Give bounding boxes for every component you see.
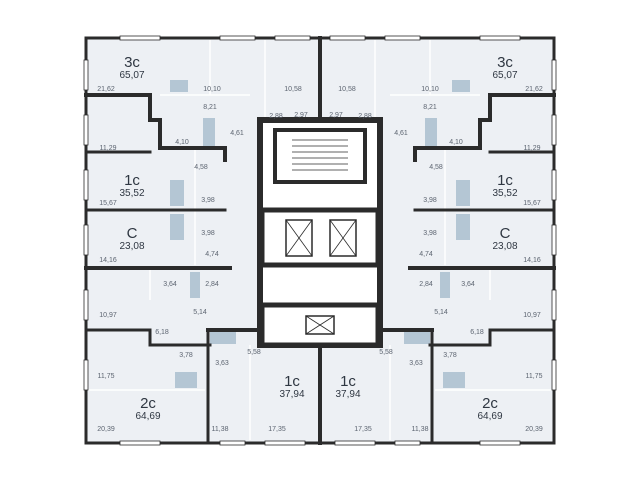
room-area-label: 4,74 bbox=[419, 251, 433, 258]
room-area-label: 8,21 bbox=[203, 104, 217, 111]
room-area-label: 3,64 bbox=[461, 281, 475, 288]
room-area-label: 21,62 bbox=[97, 86, 115, 93]
room-area-label: 4,61 bbox=[394, 130, 408, 137]
apartment-area-label: 35,52 bbox=[119, 188, 144, 199]
apartment-type-label: 3с bbox=[124, 54, 140, 71]
apartment-type-label: С bbox=[127, 225, 138, 242]
room-area-label: 11,38 bbox=[212, 426, 229, 433]
room-area-label: 4,10 bbox=[175, 139, 189, 146]
apartment-type-label: 3с bbox=[497, 54, 513, 71]
room-area-label: 3,98 bbox=[423, 197, 437, 204]
room-area-label: 3,78 bbox=[443, 352, 457, 359]
apartment-labels: 3с65,073с65,071с35,521с35,52С23,08С23,08… bbox=[119, 54, 517, 422]
room-area-label: 2,88 bbox=[358, 113, 372, 120]
apartment-area-label: 23,08 bbox=[119, 241, 144, 252]
room-area-label: 5,14 bbox=[193, 309, 207, 316]
room-area-label: 8,21 bbox=[423, 104, 437, 111]
apartment-type-label: 1с bbox=[497, 172, 513, 189]
apartment-type-label: 1с bbox=[340, 373, 356, 390]
room-area-label: 3,63 bbox=[409, 360, 423, 367]
room-area-label: 5,58 bbox=[247, 349, 261, 356]
room-area-label: 3,98 bbox=[423, 230, 437, 237]
room-area-label: 17,35 bbox=[354, 426, 372, 433]
room-area-label: 3,98 bbox=[201, 197, 215, 204]
room-area-label: 3,78 bbox=[179, 352, 193, 359]
core bbox=[257, 117, 383, 348]
elevator-icon bbox=[285, 219, 313, 257]
room-area-label: 20,39 bbox=[97, 426, 115, 433]
room-area-label: 10,10 bbox=[203, 86, 221, 93]
room-area-label: 10,97 bbox=[99, 312, 117, 319]
room-area-label: 4,58 bbox=[194, 164, 208, 171]
room-area-label: 14,16 bbox=[523, 257, 541, 264]
room-labels: 21,62 10,10 10,58 10,58 10,10 21,62 8,21 2,97 2,… bbox=[97, 86, 543, 433]
room-area-label: 11,29 bbox=[524, 145, 541, 152]
room-area-label: 17,35 bbox=[268, 426, 286, 433]
room-area-label: 10,58 bbox=[338, 86, 356, 93]
room-area-label: 20,39 bbox=[525, 426, 543, 433]
apartment-area-label: 35,52 bbox=[492, 188, 517, 199]
staircase-icon bbox=[292, 139, 348, 171]
apartment-type-label: 2с bbox=[140, 395, 156, 412]
apartment-area-label: 64,69 bbox=[135, 411, 160, 422]
room-area-label: 15,67 bbox=[523, 200, 541, 207]
room-area-label: 5,58 bbox=[379, 349, 393, 356]
apartment-type-label: С bbox=[500, 225, 511, 242]
room-area-label: 4,58 bbox=[429, 164, 443, 171]
room-area-label: 10,58 bbox=[284, 86, 302, 93]
room-area-label: 6,18 bbox=[470, 329, 484, 336]
apartment-type-label: 1с bbox=[124, 172, 140, 189]
room-area-label: 11,75 bbox=[526, 373, 543, 380]
room-area-label: 5,14 bbox=[434, 309, 448, 316]
room-area-label: 10,97 bbox=[523, 312, 541, 319]
elevator-icon bbox=[329, 219, 357, 257]
apartment-area-label: 64,69 bbox=[477, 411, 502, 422]
room-area-label: 11,38 bbox=[412, 426, 429, 433]
room-area-label: 3,63 bbox=[215, 360, 229, 367]
fixtures bbox=[170, 80, 470, 388]
apartment-area-label: 23,08 bbox=[492, 241, 517, 252]
room-area-label: 4,61 bbox=[230, 130, 244, 137]
room-area-label: 6,18 bbox=[155, 329, 169, 336]
apartment-type-label: 2с bbox=[482, 395, 498, 412]
room-area-label: 4,74 bbox=[205, 251, 219, 258]
room-area-label: 2,97 bbox=[329, 112, 343, 119]
room-area-label: 21,62 bbox=[525, 86, 543, 93]
apartment-area-label: 65,07 bbox=[492, 70, 517, 81]
windows bbox=[83, 35, 557, 446]
room-area-label: 10,10 bbox=[421, 86, 439, 93]
room-area-label: 11,75 bbox=[98, 373, 115, 380]
room-area-label: 3,98 bbox=[201, 230, 215, 237]
room-area-label: 3,64 bbox=[163, 281, 177, 288]
room-area-label: 14,16 bbox=[99, 257, 117, 264]
apartment-area-label: 65,07 bbox=[119, 70, 144, 81]
room-area-label: 2,97 bbox=[294, 112, 308, 119]
room-area-label: 2,88 bbox=[269, 113, 283, 120]
room-area-label: 4,10 bbox=[449, 139, 463, 146]
service-elevator-icon bbox=[305, 315, 335, 335]
room-area-label: 15,67 bbox=[99, 200, 117, 207]
room-area-label: 2,84 bbox=[419, 281, 433, 288]
apartment-area-label: 37,94 bbox=[335, 389, 360, 400]
apartment-type-label: 1с bbox=[284, 373, 300, 390]
apartment-area-label: 37,94 bbox=[279, 389, 304, 400]
room-area-label: 2,84 bbox=[205, 281, 219, 288]
room-area-label: 11,29 bbox=[100, 145, 117, 152]
